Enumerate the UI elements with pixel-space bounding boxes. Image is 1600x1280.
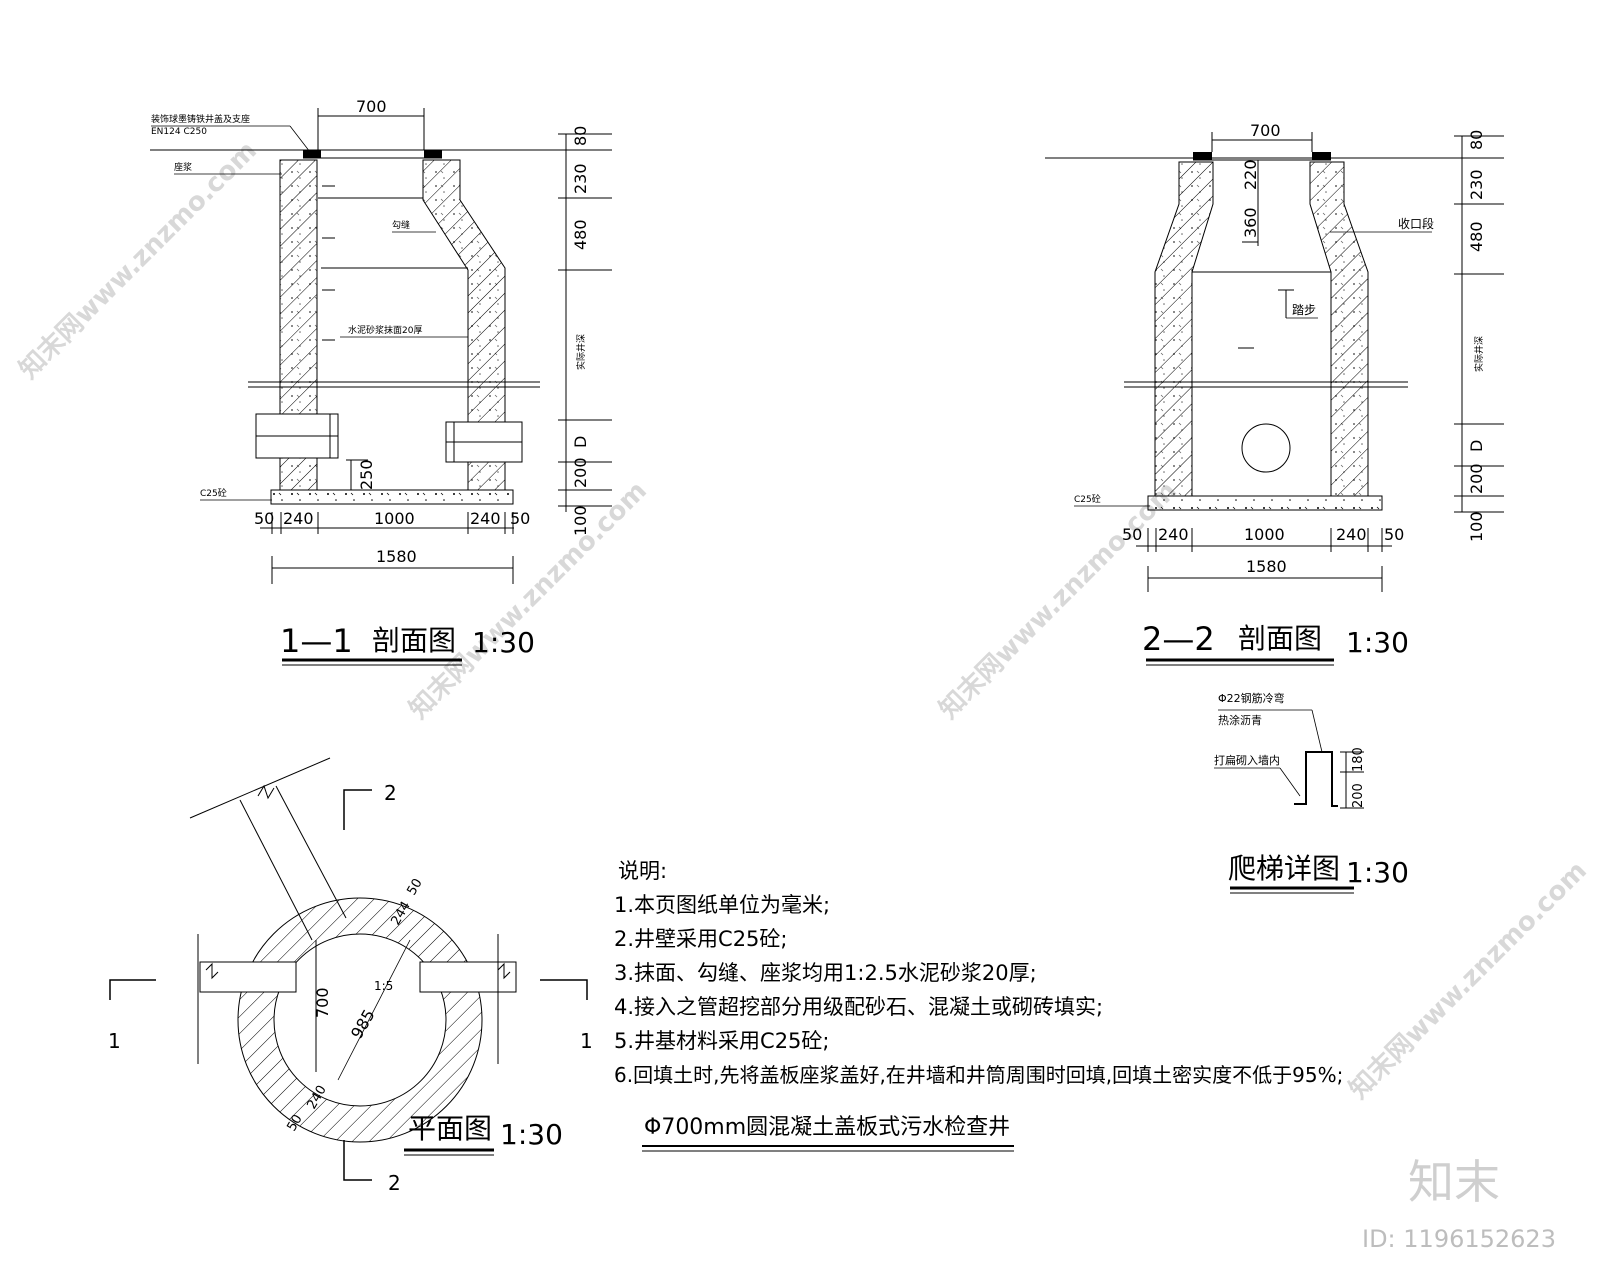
dim-250: 250 <box>357 459 376 490</box>
ladder-detail: Φ22钢筋冷弯 热涂沥青 打扁砌入墙内 180 200 爬梯详图 1:30 <box>1214 691 1409 894</box>
depth-label: 实际井深 <box>575 334 587 370</box>
notes-block: 说明: 1.本页图纸单位为毫米; 2.井壁采用C25砼; 3.抹面、勾缝、座浆均… <box>614 859 1343 1087</box>
dim-200: 200 <box>571 457 590 488</box>
dim-50: 50 <box>510 509 530 528</box>
rebar-coating: 热涂沥青 <box>1218 713 1262 727</box>
section-title-suffix: 剖面图 <box>1238 622 1322 655</box>
note-item: 4.接入之管超挖部分用级配砂石、混凝土或砌砖填实; <box>614 995 1103 1019</box>
slope-ratio: 1:5 <box>374 979 393 993</box>
dim-700: 700 <box>1250 121 1281 140</box>
ladder-title: 爬梯详图 <box>1228 852 1340 885</box>
dim-700: 700 <box>313 987 332 1018</box>
dim-240: 240 <box>1336 525 1367 544</box>
dim-50: 50 <box>254 509 274 528</box>
note-item: 5.井基材料采用C25砼; <box>614 1029 830 1053</box>
dim-240: 240 <box>1158 525 1189 544</box>
watermark-logo: 知末 <box>1408 1155 1500 1209</box>
watermark-text: 知末网www.znzmo.com <box>934 476 1183 725</box>
dim-1000: 1000 <box>1244 525 1285 544</box>
cut-label-1: 1 <box>108 1029 121 1053</box>
step-label: 踏步 <box>1292 303 1316 317</box>
section-scale: 1:30 <box>472 626 535 659</box>
dim-230: 230 <box>1467 169 1486 200</box>
dim-230: 230 <box>571 163 590 194</box>
plan-scale: 1:30 <box>500 1118 563 1151</box>
neck-label: 收口段 <box>1398 216 1434 231</box>
dim-100: 100 <box>571 505 590 536</box>
dim-240: 240 <box>283 509 314 528</box>
dim-1000: 1000 <box>374 509 415 528</box>
section-scale: 1:30 <box>1346 626 1409 659</box>
plan-title: 平面图 <box>408 1112 492 1145</box>
cut-label-2: 2 <box>384 781 397 805</box>
cover-note: 装饰球墨铸铁井盖及支座 <box>151 113 250 125</box>
cut-label-2: 2 <box>388 1171 401 1195</box>
dim-d: D <box>571 436 590 448</box>
rebar-note: Φ22钢筋冷弯 <box>1218 691 1285 705</box>
section-title-suffix: 剖面图 <box>372 624 456 657</box>
dim-r50: 50 <box>404 876 425 898</box>
dim-1580: 1580 <box>1246 557 1287 576</box>
note-item: 6.回填土时,先将盖板座浆盖好,在井墙和井筒周围时回填,回填土密实度不低于95%… <box>614 1063 1343 1087</box>
drawing-title-block: Φ700mm圆混凝土盖板式污水检查井 <box>642 1115 1014 1152</box>
dim-100: 100 <box>1467 511 1486 542</box>
section-title: 1—1 <box>280 622 353 660</box>
dim-180: 180 <box>1351 747 1366 772</box>
cover-spec: EN124 C250 <box>151 127 207 137</box>
ladder-scale: 1:30 <box>1346 856 1409 889</box>
depth-label: 实际井深 <box>1473 336 1485 372</box>
note-item: 2.井壁采用C25砼; <box>614 927 788 951</box>
dim-50: 50 <box>1384 525 1404 544</box>
grout-label: 座浆 <box>174 161 192 173</box>
dim-480: 480 <box>1467 221 1486 252</box>
dim-50: 50 <box>1122 525 1142 544</box>
dim-200: 200 <box>1351 783 1366 808</box>
note-item: 1.本页图纸单位为毫米; <box>614 893 830 917</box>
notes-heading: 说明: <box>618 859 667 883</box>
section-title: 2—2 <box>1142 620 1215 658</box>
embed-label: 打扁砌入墙内 <box>1214 753 1280 767</box>
plaster-label: 水泥砂浆抹面20厚 <box>348 324 422 336</box>
drawing-title: Φ700mm圆混凝土盖板式污水检查井 <box>644 1115 1010 1140</box>
dim-240: 240 <box>470 509 501 528</box>
dim-80: 80 <box>1467 130 1486 150</box>
dim-360: 360 <box>1241 207 1260 238</box>
plan-view: 700 985 50 244 240 50 1:5 1 1 2 2 平面图 1:… <box>108 757 593 1195</box>
cut-label-1: 1 <box>580 1029 593 1053</box>
note-item: 3.抹面、勾缝、座浆均用1:2.5水泥砂浆20厚; <box>614 961 1037 985</box>
base-label: C25砼 <box>1074 493 1101 505</box>
dim-220: 220 <box>1241 159 1260 190</box>
dim-480: 480 <box>571 219 590 250</box>
base-label: C25砼 <box>200 487 227 499</box>
dim-80: 80 <box>571 126 590 146</box>
dim-r50: 50 <box>284 1112 305 1134</box>
section-1-1: 250 700 装饰球墨铸铁井盖及支座 EN124 C250 座浆 勾缝 水泥砂… <box>150 97 612 666</box>
section-2-2: 踏步 220 360 700 收口段 C25砼 80 230 480 实际井深 … <box>1045 121 1504 666</box>
watermark-id: ID: 1196152623 <box>1362 1225 1556 1253</box>
watermark-text: 知末网www.znzmo.com <box>14 136 263 385</box>
dim-1580: 1580 <box>376 547 417 566</box>
joint-label: 勾缝 <box>392 219 410 231</box>
dim-200: 200 <box>1467 463 1486 494</box>
dim-700: 700 <box>356 97 387 116</box>
watermark-text: 知末网www.znzmo.com <box>1344 856 1593 1105</box>
dim-d: D <box>1467 440 1486 452</box>
